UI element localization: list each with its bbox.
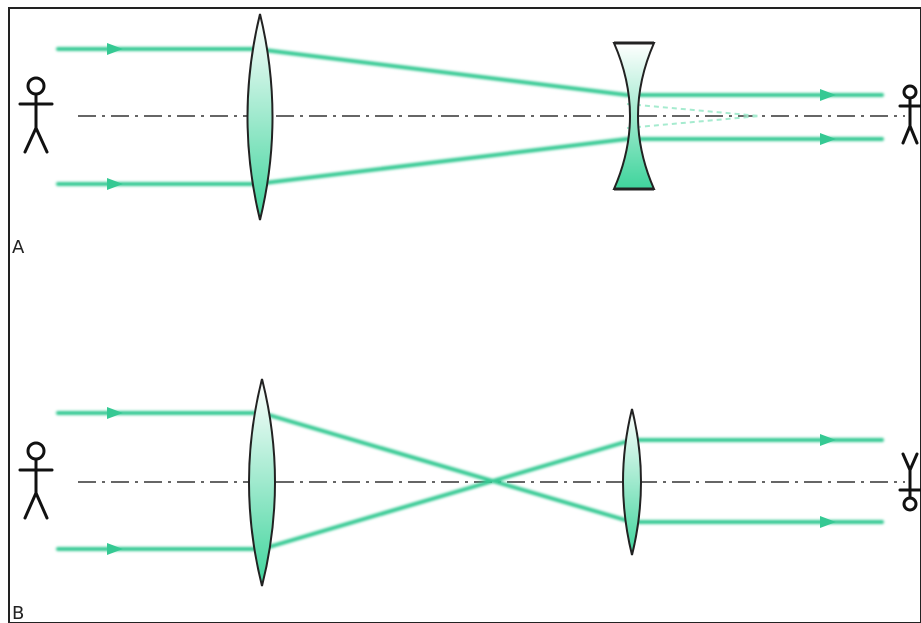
object-figure-icon-a — [18, 76, 54, 154]
diagram-frame — [8, 7, 921, 623]
virtual-ray-a-top — [626, 103, 761, 117]
arrow-icon — [820, 516, 836, 528]
virtual-ray-a-bottom — [626, 115, 761, 129]
arrow-icon — [107, 43, 123, 55]
objective-lens-a — [246, 13, 274, 221]
inverted-image-figure-icon-b — [898, 452, 921, 512]
objective-lens-b — [248, 378, 276, 587]
panel-label-a: A — [12, 237, 25, 258]
ray-a-top-converge — [254, 47, 629, 97]
object-figure-icon-b — [18, 441, 54, 520]
convex-eyepiece-lens-b — [622, 408, 642, 556]
panel-b: B — [12, 378, 921, 623]
ray-a-bottom-converge — [254, 137, 629, 186]
image-figure-icon-a — [898, 84, 921, 145]
arrow-icon — [820, 434, 836, 446]
arrow-icon — [107, 407, 123, 419]
arrow-icon — [820, 133, 836, 145]
panel-label-b: B — [12, 603, 24, 623]
ray-b-top-cross — [260, 411, 634, 524]
panel-a: A — [12, 13, 921, 258]
arrow-icon — [107, 543, 123, 555]
arrows-a — [107, 43, 836, 190]
arrow-icon — [820, 89, 836, 101]
rays-a — [56, 47, 884, 186]
virtual-rays-a — [626, 103, 761, 129]
arrows-b — [107, 407, 836, 555]
arrow-icon — [107, 178, 123, 190]
rays-b — [56, 411, 884, 551]
ray-b-bottom-cross — [260, 438, 634, 551]
concave-eyepiece-lens-a — [612, 41, 656, 191]
